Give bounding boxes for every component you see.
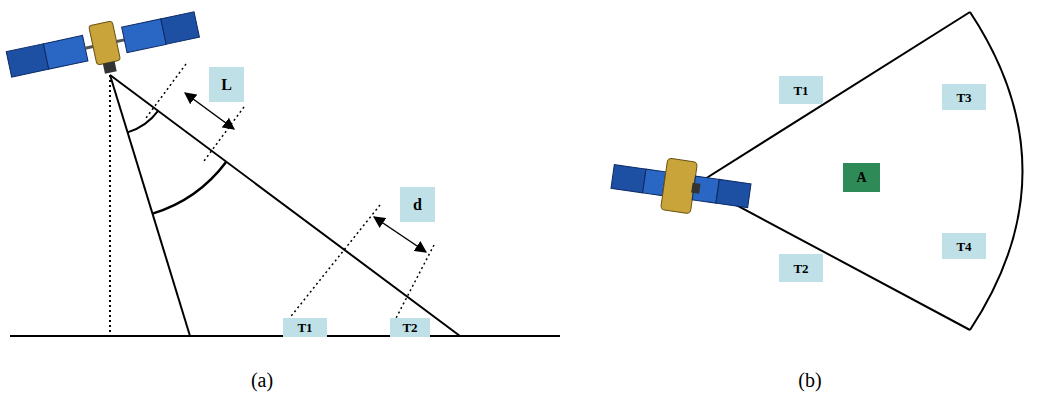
target-tag: d — [400, 187, 435, 222]
tag-text: T1 — [793, 84, 808, 97]
beam-arc — [970, 12, 1023, 330]
target-tag: T3 — [942, 84, 986, 110]
target-tag: T4 — [942, 233, 986, 259]
satellite — [5, 4, 203, 93]
panel-label: (b) — [798, 369, 821, 392]
tag-text: T1 — [297, 321, 312, 334]
satellite — [609, 151, 753, 222]
far-ray — [110, 75, 460, 336]
target-tag: T1 — [283, 318, 327, 337]
tag-text: T2 — [402, 321, 417, 334]
tag-text: L — [221, 77, 232, 93]
extension-line — [146, 64, 186, 118]
tag-text: d — [413, 197, 422, 213]
nadir-line — [109, 75, 111, 336]
extension-line — [395, 245, 434, 320]
target-tag: A — [843, 163, 880, 192]
target-tag: T2 — [779, 254, 823, 282]
tag-text: A — [856, 171, 866, 185]
near-ray — [110, 75, 190, 336]
tag-text: T4 — [956, 240, 971, 253]
tag-text: T3 — [956, 91, 971, 104]
beam-edge — [697, 12, 970, 184]
target-tag: L — [209, 67, 244, 102]
target-tag: T1 — [779, 76, 823, 104]
angle-arc — [153, 162, 227, 214]
target-tag: T2 — [390, 318, 430, 337]
panel-label: (a) — [251, 369, 273, 392]
tag-text: T2 — [793, 262, 808, 275]
extension-line — [288, 205, 380, 320]
extension-line — [204, 107, 244, 161]
dimension-arrow — [374, 217, 426, 252]
angle-arc — [128, 111, 159, 132]
